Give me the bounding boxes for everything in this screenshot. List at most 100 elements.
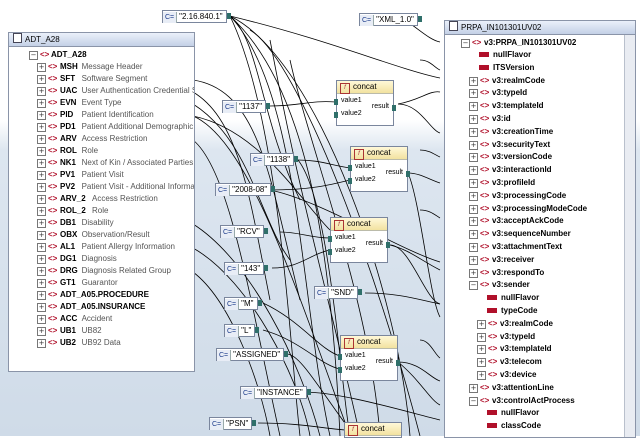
target-component-prpa[interactable]: PRPA_IN101301UV02 −<>v3:PRPA_IN101301UV0… bbox=[444, 20, 636, 438]
target-node-row[interactable]: +<>v3:typeId bbox=[445, 331, 624, 343]
output-pin[interactable] bbox=[392, 105, 396, 111]
output-pin[interactable] bbox=[306, 389, 311, 395]
source-root-row[interactable]: −<>ADT_A28 bbox=[9, 49, 194, 61]
output-pin[interactable] bbox=[257, 300, 262, 306]
constant-box[interactable]: C="1137" bbox=[222, 100, 271, 113]
constant-box[interactable]: C="L" bbox=[224, 324, 260, 337]
target-node-row[interactable]: +<>v3:processingModeCode bbox=[445, 203, 624, 215]
target-node-row[interactable]: +<>v3:sequenceNumber bbox=[445, 228, 624, 240]
target-node-row[interactable]: +<>v3:respondTo bbox=[445, 267, 624, 279]
expand-toggle[interactable]: + bbox=[37, 291, 46, 300]
output-pin[interactable] bbox=[396, 360, 400, 366]
target-node-row[interactable]: +<>v3:realmCode bbox=[445, 318, 624, 330]
target-scrollbar[interactable] bbox=[624, 35, 635, 437]
target-node-row[interactable]: +<>v3:creationTime bbox=[445, 126, 624, 138]
input-pin[interactable] bbox=[328, 249, 332, 255]
expand-toggle[interactable]: + bbox=[469, 102, 478, 112]
target-node-row[interactable]: +<>v3:processingCode bbox=[445, 190, 624, 202]
expand-toggle[interactable]: + bbox=[37, 99, 46, 108]
output-pin[interactable] bbox=[252, 420, 257, 426]
collapse-toggle[interactable]: − bbox=[29, 51, 38, 60]
expand-toggle[interactable]: + bbox=[477, 319, 486, 329]
expand-toggle[interactable]: + bbox=[477, 358, 486, 368]
target-node-row[interactable]: ITSVersion bbox=[445, 62, 624, 74]
collapse-toggle[interactable]: − bbox=[469, 396, 478, 406]
target-node-row[interactable]: +<>v3:interactionId bbox=[445, 164, 624, 176]
target-node-row[interactable]: +<>v3:typeId bbox=[445, 87, 624, 99]
expand-toggle[interactable]: + bbox=[37, 123, 46, 132]
output-pin[interactable] bbox=[264, 265, 269, 271]
expand-toggle[interactable]: + bbox=[469, 383, 478, 393]
expand-toggle[interactable]: + bbox=[469, 140, 478, 150]
input-pin[interactable] bbox=[334, 112, 338, 118]
expand-toggle[interactable]: + bbox=[37, 327, 46, 336]
input-pin[interactable] bbox=[334, 99, 338, 105]
expand-toggle[interactable]: + bbox=[37, 303, 46, 312]
expand-toggle[interactable]: + bbox=[477, 371, 486, 380]
expand-toggle[interactable]: + bbox=[469, 230, 478, 240]
output-pin[interactable] bbox=[266, 103, 271, 109]
expand-toggle[interactable]: + bbox=[469, 255, 478, 265]
constant-box[interactable]: C="2.16.840.1" bbox=[162, 10, 231, 23]
constant-box[interactable]: C="ASSIGNED" bbox=[216, 348, 289, 361]
expand-toggle[interactable]: + bbox=[37, 195, 46, 204]
constant-box[interactable]: C="INSTANCE" bbox=[240, 386, 311, 399]
constant-box[interactable]: C="XML_1.0" bbox=[359, 13, 422, 26]
output-pin[interactable] bbox=[294, 156, 299, 162]
output-pin[interactable] bbox=[417, 16, 422, 22]
expand-toggle[interactable]: + bbox=[469, 89, 478, 99]
output-pin[interactable] bbox=[263, 228, 268, 234]
target-node-row[interactable]: +<>v3:id bbox=[445, 113, 624, 125]
target-node-row[interactable]: +<>v3:realmCode bbox=[445, 75, 624, 87]
constant-box[interactable]: C="RCV" bbox=[220, 225, 268, 238]
expand-toggle[interactable]: + bbox=[469, 243, 478, 252]
input-pin[interactable] bbox=[348, 165, 352, 171]
constant-box[interactable]: C="143" bbox=[224, 262, 269, 275]
target-node-row[interactable]: classCode bbox=[445, 420, 624, 432]
constant-box[interactable]: C="SND" bbox=[314, 286, 362, 299]
output-pin[interactable] bbox=[255, 327, 260, 333]
expand-toggle[interactable]: + bbox=[37, 315, 46, 324]
source-segment-row[interactable]: +<>ADT_A05.INSURANCE bbox=[9, 301, 194, 313]
expand-toggle[interactable]: + bbox=[37, 135, 46, 144]
target-node-row[interactable]: +<>v3:acceptAckCode bbox=[445, 215, 624, 227]
target-component-title[interactable]: PRPA_IN101301UV02 bbox=[445, 21, 635, 35]
target-root-row[interactable]: −<>v3:PRPA_IN101301UV02 bbox=[445, 37, 635, 49]
expand-toggle[interactable]: + bbox=[37, 111, 46, 120]
expand-toggle[interactable]: + bbox=[469, 127, 478, 137]
expand-toggle[interactable]: + bbox=[37, 159, 46, 168]
expand-toggle[interactable]: + bbox=[469, 166, 478, 176]
target-node-row[interactable]: +<>v3:templateId bbox=[445, 343, 624, 355]
expand-toggle[interactable]: + bbox=[469, 191, 478, 201]
target-node-row[interactable]: +<>v3:telecom bbox=[445, 356, 624, 368]
constant-box[interactable]: C="1138" bbox=[250, 153, 299, 166]
target-node-row[interactable]: nullFlavor bbox=[445, 49, 624, 61]
collapse-toggle[interactable]: − bbox=[469, 281, 478, 291]
target-node-row[interactable]: +<>v3:templateId bbox=[445, 100, 624, 112]
expand-toggle[interactable]: + bbox=[37, 147, 46, 156]
expand-toggle[interactable]: + bbox=[469, 179, 478, 188]
target-node-row[interactable]: +<>v3:receiver bbox=[445, 254, 624, 266]
output-pin[interactable] bbox=[284, 351, 289, 357]
expand-toggle[interactable]: + bbox=[37, 279, 46, 288]
constant-box[interactable]: C="PSN" bbox=[209, 417, 257, 430]
expand-toggle[interactable]: + bbox=[469, 217, 478, 227]
